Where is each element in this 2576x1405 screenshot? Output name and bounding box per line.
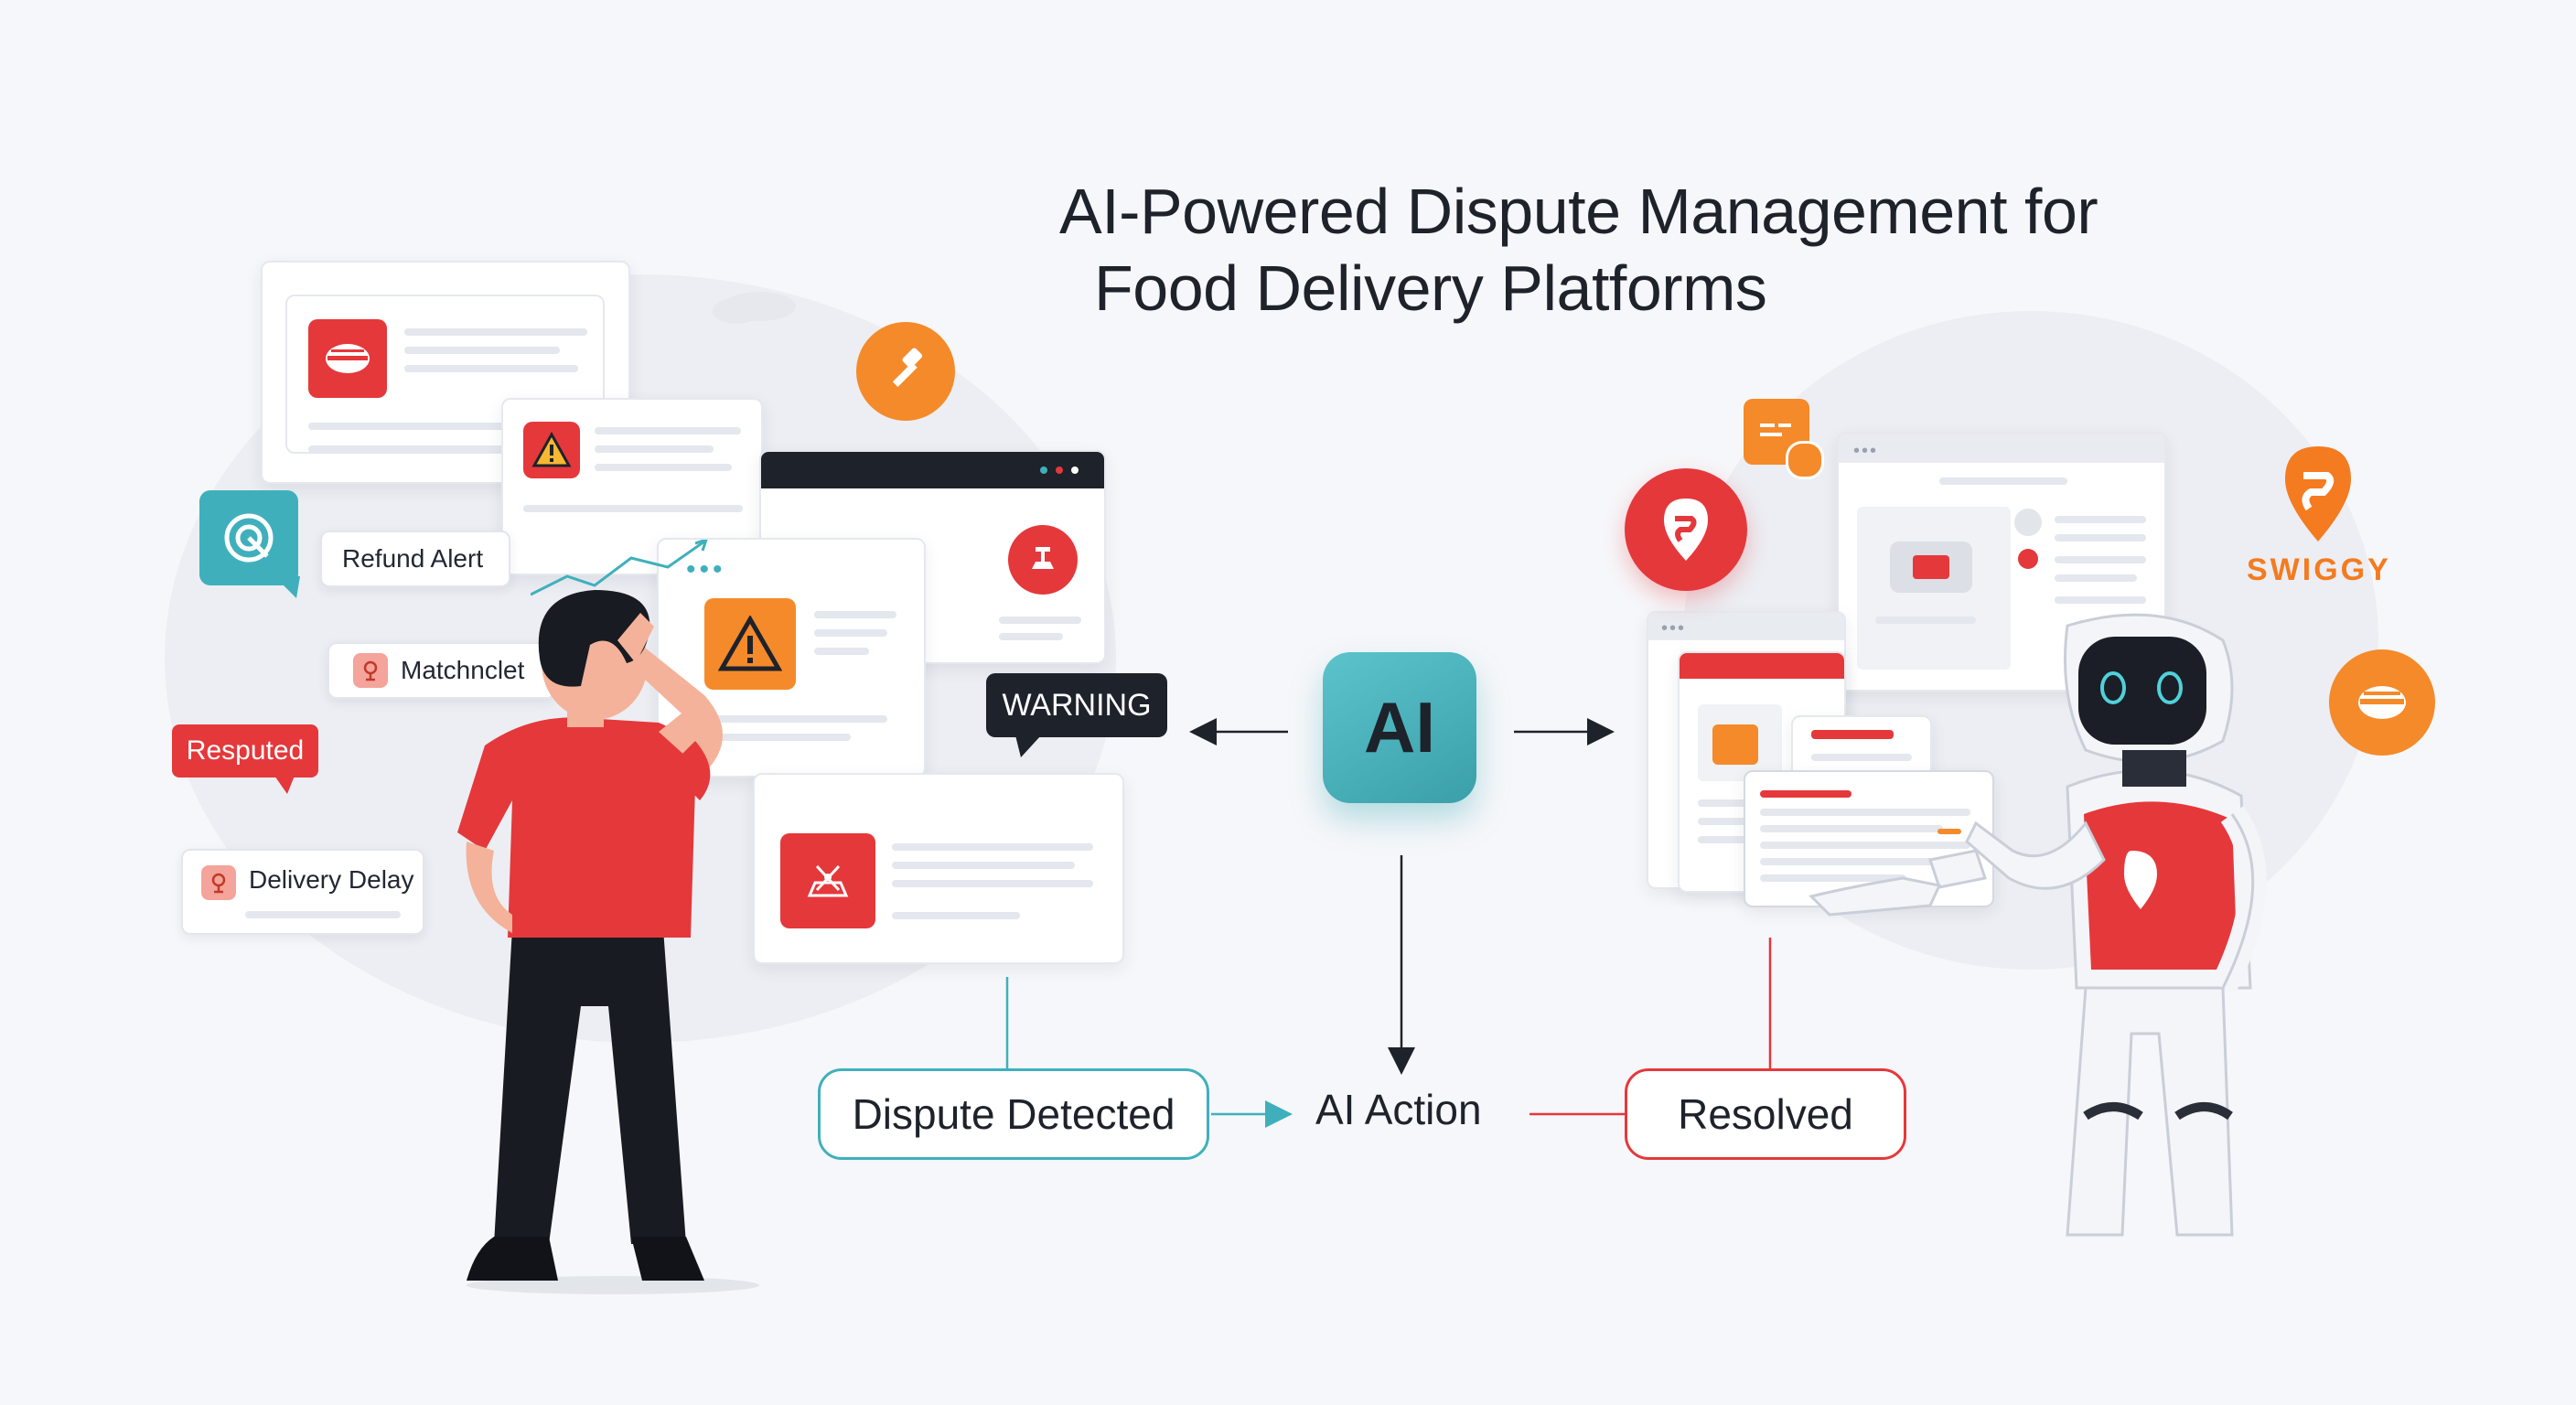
- page-title-line-2: Food Delivery Platforms: [1094, 252, 1767, 324]
- document-icon: [1890, 542, 1972, 593]
- tail: [274, 576, 300, 598]
- hammer-icon: [1008, 525, 1078, 595]
- dispute-detected-box: Dispute Detected: [818, 1068, 1209, 1160]
- ai-action-label: AI Action: [1315, 1086, 1482, 1133]
- person-illustration: [457, 590, 759, 1294]
- warning-icon: [704, 598, 796, 690]
- swiggy-logo-icon: [2285, 446, 2351, 542]
- ai-chip: AI: [1323, 652, 1476, 803]
- location-pin-icon: [353, 653, 388, 688]
- food-icon: [1712, 724, 1758, 765]
- matchnclet-tag: Matchnclet: [327, 642, 556, 699]
- warning-bubble: WARNING: [986, 673, 1167, 737]
- delivery-delay-tag: Delivery Delay: [181, 849, 424, 935]
- food-icon: [308, 319, 387, 398]
- tail: [1015, 735, 1041, 757]
- document-card-dispute: [753, 773, 1124, 964]
- resputed-badge: Resputed: [172, 724, 318, 778]
- target-icon: [199, 490, 298, 585]
- page-title-line-1: AI-Powered Dispute Management for: [1059, 176, 2098, 247]
- warning-icon: [523, 422, 580, 478]
- badge-dot: [1786, 441, 1824, 479]
- location-pin-icon: [201, 865, 236, 900]
- swiggy-logo-icon: [1625, 468, 1747, 591]
- trend-chart-icon: [531, 540, 708, 596]
- swiggy-brand-label: SWIGGY: [2247, 552, 2391, 587]
- tail: [274, 776, 295, 794]
- resolved-box: Resolved: [1625, 1068, 1906, 1160]
- robot-icon: [1809, 613, 2267, 1237]
- hammer-badge-icon: [856, 322, 955, 421]
- food-icon: [780, 833, 875, 928]
- food-icon: [2329, 649, 2435, 756]
- dots-indicator: •••: [686, 554, 726, 585]
- refund-alert-tag: Refund Alert: [320, 531, 510, 587]
